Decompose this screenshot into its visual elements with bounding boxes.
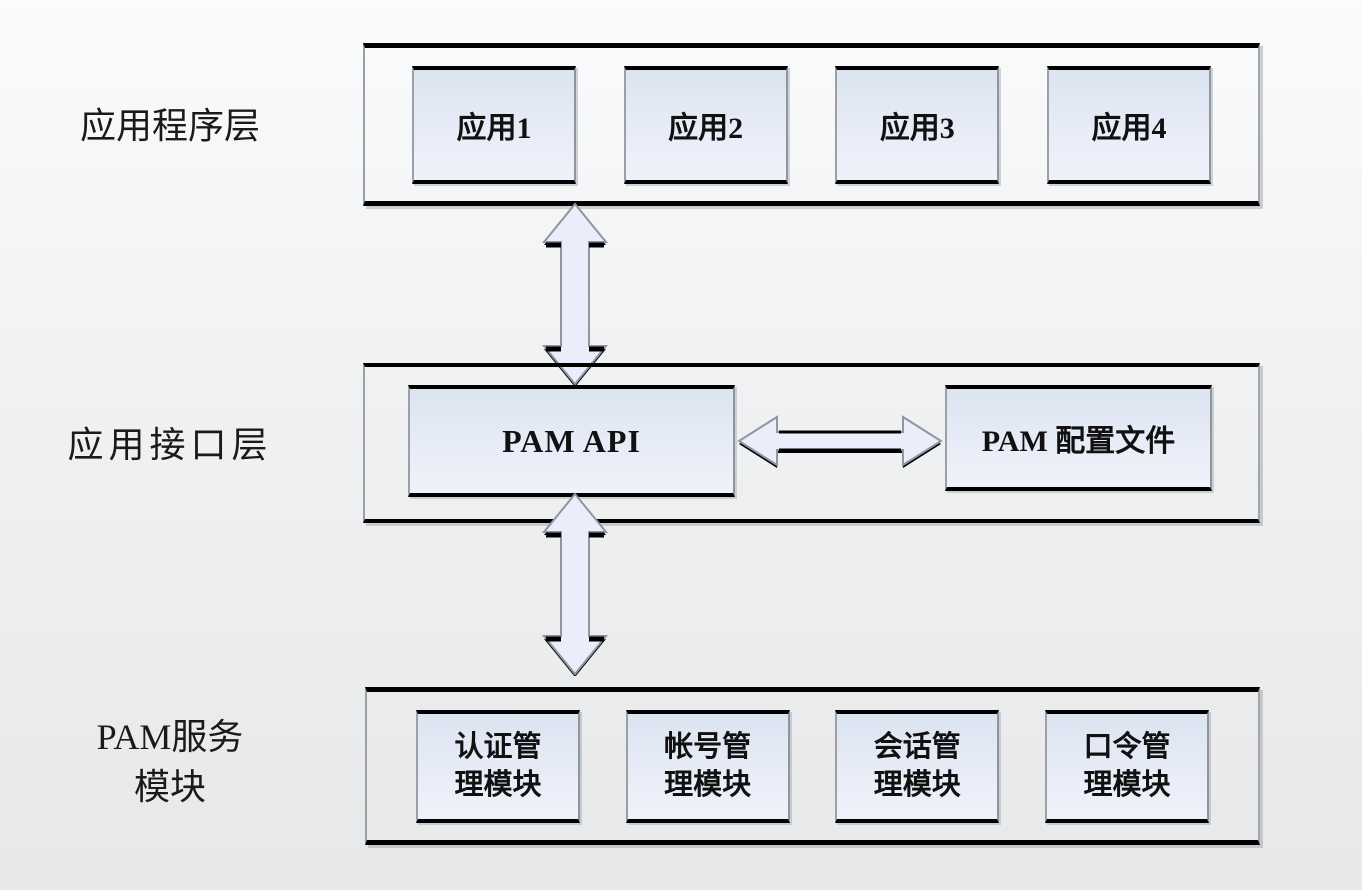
app-box-3: 应用3 xyxy=(835,65,1000,184)
app-box-1: 应用1 xyxy=(412,65,576,184)
application-layer-container: 应用1 应用2 应用3 应用4 xyxy=(363,43,1260,206)
modules-layer-container: 认证管 理模块 帐号管 理模块 会话管 理模块 口令管 理模块 xyxy=(365,687,1260,845)
module-box-password: 口令管 理模块 xyxy=(1044,709,1209,823)
module-box-auth: 认证管 理模块 xyxy=(416,709,580,823)
modules-layer-label-line1: PAM服务 xyxy=(96,717,244,757)
interface-layer-container: PAM API PAM 配置文件 xyxy=(363,363,1260,523)
up-down-arrow-api-modules xyxy=(541,492,609,676)
interface-layer-label: 应用接口层 xyxy=(67,425,273,465)
app-box-4: 应用4 xyxy=(1046,65,1211,184)
app-box-2: 应用2 xyxy=(623,65,788,184)
module-box-account: 帐号管 理模块 xyxy=(625,709,790,823)
module-box-session: 会话管 理模块 xyxy=(835,709,1000,823)
left-right-arrow-api-config xyxy=(737,415,943,468)
modules-layer-label: PAM服务 模块 xyxy=(52,712,288,812)
application-layer-label: 应用程序层 xyxy=(79,106,260,146)
pam-config-box: PAM 配置文件 xyxy=(945,385,1212,491)
pam-api-box: PAM API xyxy=(408,385,735,497)
up-down-arrow-app-api xyxy=(541,202,609,386)
modules-layer-label-line2: 模块 xyxy=(133,767,206,807)
